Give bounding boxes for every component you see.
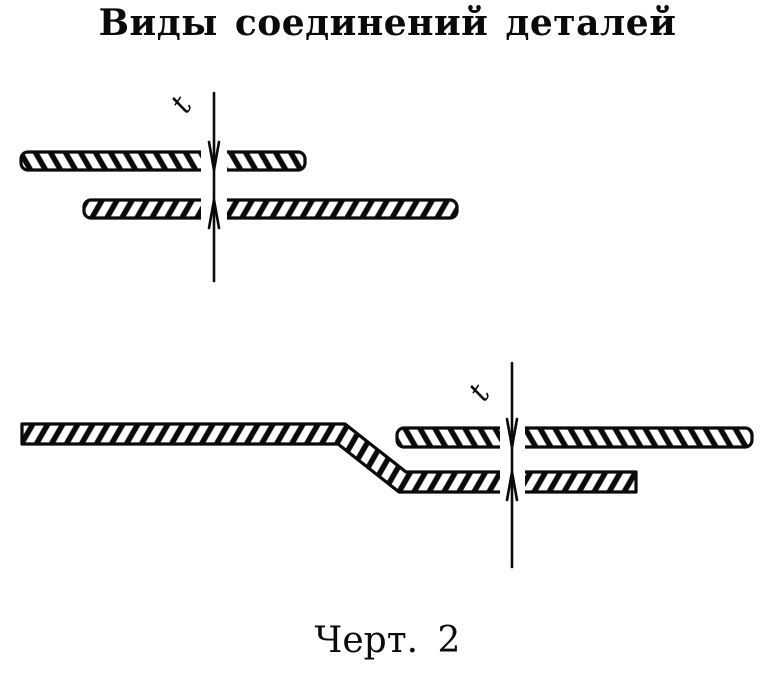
- lap-joint-lower-plate: [82, 198, 459, 220]
- arrowhead-down: [207, 140, 221, 172]
- joggled-left-sheet: [20, 422, 638, 494]
- lap-joint-figure: [19, 91, 459, 283]
- right-flat-sheet: [395, 426, 754, 449]
- joggle-joint-figure: [20, 361, 754, 569]
- figure-title: Виды соединений деталей: [98, 2, 677, 44]
- arrowhead-down: [505, 417, 519, 449]
- figure-caption: Черт. 2: [314, 620, 461, 661]
- arrowhead-up: [207, 198, 221, 230]
- lap-joint-upper-plate: [19, 150, 307, 172]
- arrowhead-up: [505, 470, 519, 502]
